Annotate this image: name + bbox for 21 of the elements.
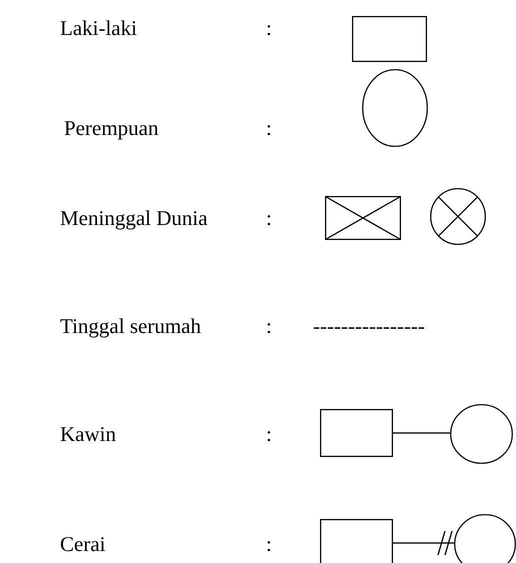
colon: : (266, 116, 272, 140)
legend-term: Laki-laki (60, 16, 137, 40)
connector-line (393, 432, 450, 434)
colon: : (266, 314, 272, 338)
legend-term: Kawin (60, 422, 116, 446)
colon: : (266, 16, 272, 40)
legend-term: Tinggal serumah (60, 314, 201, 338)
circle-symbol (450, 404, 513, 464)
legend-term: Meninggal Dunia (60, 206, 208, 230)
legend-term: Cerai (60, 532, 106, 556)
divorce-line (393, 530, 454, 556)
dashed-line-text: ---------------- (313, 314, 425, 338)
crossed-square-symbol (325, 196, 401, 240)
square-symbol (352, 16, 427, 62)
crossed-circle-symbol (430, 188, 486, 245)
legend-term: Perempuan (64, 116, 158, 140)
colon: : (266, 422, 272, 446)
colon: : (266, 206, 272, 230)
square-symbol (320, 409, 393, 457)
circle-symbol (362, 69, 428, 147)
colon: : (266, 532, 272, 556)
